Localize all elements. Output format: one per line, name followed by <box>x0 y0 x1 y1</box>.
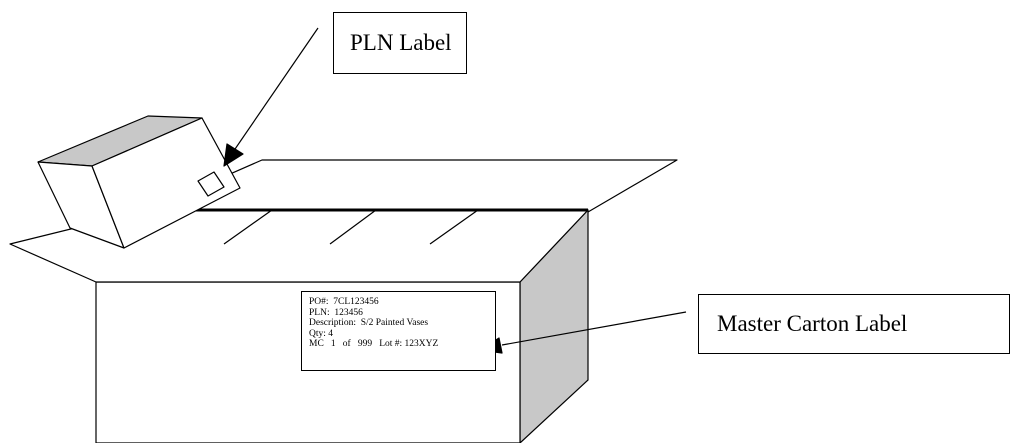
pln-label-callout: PLN Label <box>333 12 467 74</box>
label-pln-line: PLN: 123456 <box>309 307 363 318</box>
label-mc-line: MC 1 of 999 Lot #: 123XYZ <box>309 339 439 350</box>
divider-line <box>329 209 377 245</box>
divider-line <box>429 209 479 245</box>
pln-box-side <box>91 117 241 249</box>
label-qty-line: Qty: 4 <box>309 328 334 339</box>
master-carton-label: PO#: 7CL123456 PLN: 123456 Description: … <box>301 291 496 371</box>
pln-arrow-line <box>232 27 319 153</box>
pln-arrow-head <box>223 143 244 167</box>
pln-label-sticker <box>197 171 225 197</box>
label-description-line: Description: S/2 Painted Vases <box>309 318 429 329</box>
divider-line <box>223 209 273 245</box>
master-arrow-line <box>501 311 687 346</box>
label-po-line: PO#: 7CL123456 <box>309 297 379 307</box>
master-carton-label-callout: Master Carton Label <box>698 294 1010 354</box>
master-carton-label-callout-text: Master Carton Label <box>717 311 908 336</box>
pln-label-callout-text: PLN Label <box>350 30 452 55</box>
